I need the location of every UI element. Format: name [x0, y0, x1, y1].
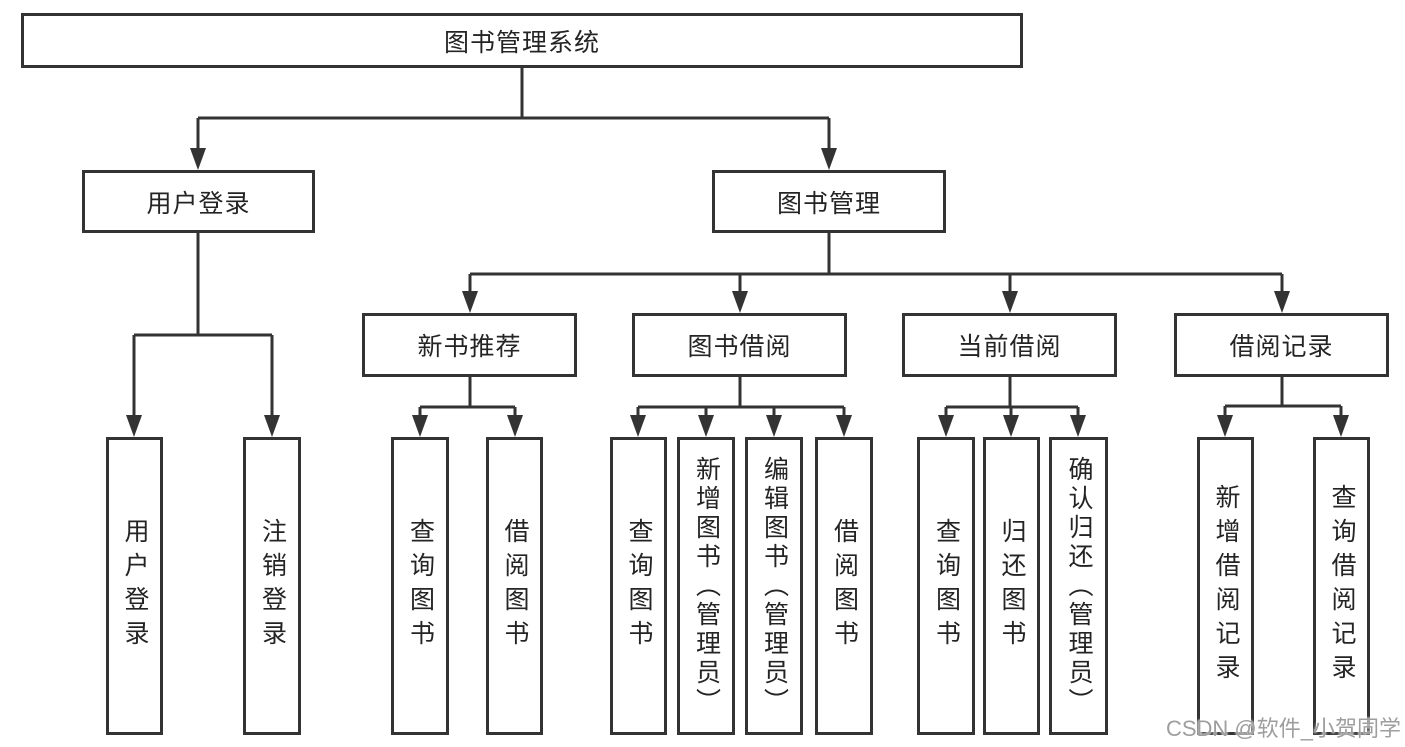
arrow-down-icon [507, 415, 523, 437]
node-nbr-borrow-books: 借阅图书 [486, 437, 543, 735]
node-cb-return-books: 归还图书 [983, 437, 1040, 735]
node-book-management-label: 图书管理 [776, 189, 881, 218]
arrow-down-icon [126, 415, 142, 437]
node-bb-add-books-admin: 新增图书（管理员） [677, 437, 735, 735]
arrow-down-icon [630, 415, 646, 437]
node-br-query-record: 查询借阅记录 [1313, 437, 1370, 735]
node-root-label: 图书管理系统 [443, 28, 600, 57]
node-book-management: 图书管理 [712, 170, 946, 233]
arrow-down-icon [766, 415, 782, 437]
node-br-query-record-label: 查询借阅记录 [1328, 484, 1356, 688]
node-new-book-recommend: 新书推荐 [362, 313, 577, 377]
node-cb-confirm-return-admin: 确认归还（管理员） [1049, 437, 1108, 735]
arrow-down-icon [264, 415, 280, 437]
node-nbr-query-books: 查询图书 [391, 437, 449, 735]
node-borrowing-records-label: 借阅记录 [1229, 333, 1334, 361]
arrow-down-icon [821, 148, 837, 170]
arrow-down-icon [698, 415, 714, 437]
node-logout: 注销登录 [243, 437, 301, 735]
arrow-down-icon [412, 415, 428, 437]
node-cb-return-books-label: 归还图书 [998, 518, 1026, 654]
node-bb-query-books: 查询图书 [610, 437, 667, 735]
node-login-label: 用户登录 [121, 518, 149, 654]
arrow-down-icon [938, 415, 954, 437]
node-root: 图书管理系统 [21, 13, 1023, 68]
node-borrowing-records: 借阅记录 [1174, 313, 1389, 377]
node-nbr-borrow-books-label: 借阅图书 [501, 518, 529, 654]
node-nbr-query-books-label: 查询图书 [406, 518, 435, 654]
node-cb-query-books: 查询图书 [917, 437, 975, 735]
arrow-down-icon [836, 415, 852, 437]
node-current-borrowing-label: 当前借阅 [957, 333, 1062, 361]
arrow-down-icon [1002, 291, 1018, 313]
csdn-watermark: CSDN @软件_小贺同学 [1165, 716, 1401, 741]
node-br-add-record: 新增借阅记录 [1197, 437, 1254, 735]
arrow-down-icon [1274, 291, 1290, 313]
node-bb-add-books-admin-label: 新增图书（管理员） [692, 455, 721, 717]
node-bb-edit-books-admin-label: 编辑图书（管理员） [760, 455, 789, 717]
node-login: 用户登录 [106, 437, 163, 735]
arrow-down-icon [190, 148, 206, 170]
arrow-down-icon [462, 291, 478, 313]
node-current-borrowing: 当前借阅 [902, 313, 1117, 377]
arrow-down-icon [1217, 415, 1233, 437]
node-book-borrowing-label: 图书借阅 [687, 333, 792, 361]
node-user-login-label: 用户登录 [146, 189, 251, 218]
node-book-borrowing: 图书借阅 [632, 313, 847, 377]
node-logout-label: 注销登录 [258, 518, 287, 654]
node-bb-borrow-books-label: 借阅图书 [830, 518, 859, 654]
node-bb-query-books-label: 查询图书 [625, 518, 653, 654]
node-cb-query-books-label: 查询图书 [932, 518, 961, 654]
arrow-down-icon [1070, 415, 1086, 437]
arrow-down-icon [1333, 415, 1349, 437]
arrow-down-icon [732, 291, 748, 313]
node-cb-confirm-return-admin-label: 确认归还（管理员） [1065, 455, 1093, 717]
node-bb-borrow-books: 借阅图书 [815, 437, 873, 735]
node-user-login: 用户登录 [82, 170, 315, 233]
node-new-book-recommend-label: 新书推荐 [417, 333, 522, 361]
arrow-down-icon [1003, 415, 1019, 437]
node-br-add-record-label: 新增借阅记录 [1212, 484, 1240, 688]
node-bb-edit-books-admin: 编辑图书（管理员） [745, 437, 803, 735]
